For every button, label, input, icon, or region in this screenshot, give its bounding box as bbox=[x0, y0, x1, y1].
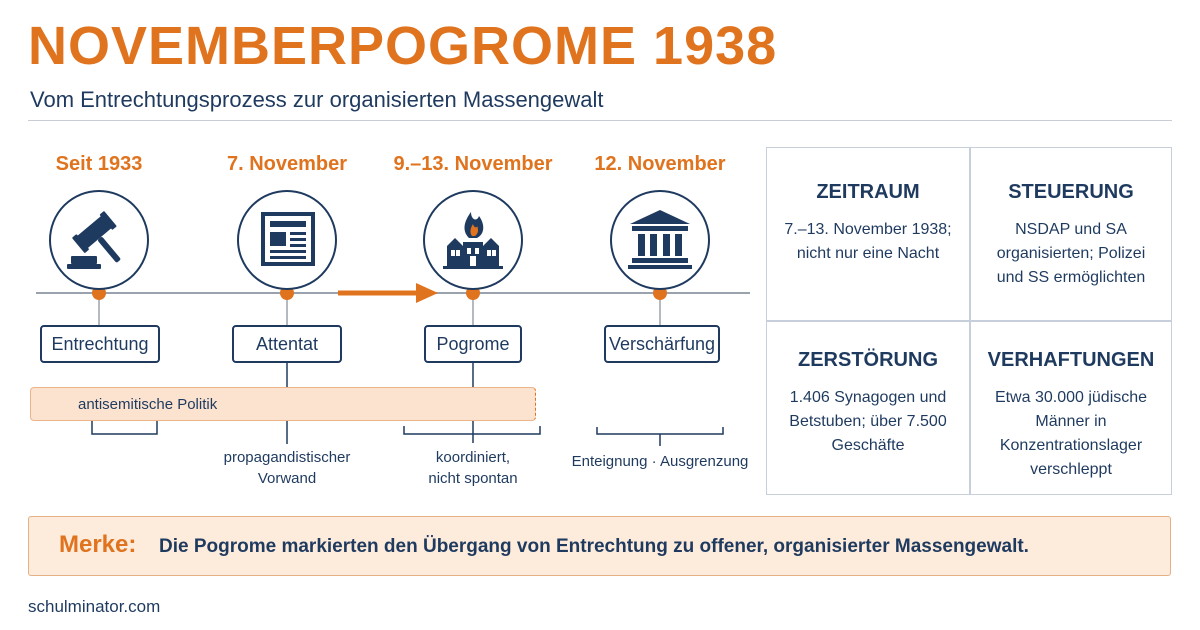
stage-icon-pogrome bbox=[423, 190, 523, 290]
stage-label-entrechtung: Entrechtung bbox=[40, 325, 160, 363]
fact-heading: ZEITRAUM bbox=[816, 181, 920, 203]
note-pogrome-line1: koordiniert, bbox=[435, 449, 511, 466]
fact-text: Etwa 30.000 jüdische Männer in Konzentra… bbox=[994, 389, 1148, 478]
note-pogrome-line2: nicht spontan bbox=[428, 470, 518, 487]
stage-icon-attentat bbox=[237, 190, 337, 290]
merke-box: Merke: Die Pogrome markierten den Überga… bbox=[28, 516, 1171, 576]
fact-text: 1.406 Synagogen und Betstuben; über 7.50… bbox=[789, 389, 947, 454]
date-seit-1933: Seit 1933 bbox=[55, 153, 143, 175]
fact-zeitraum: ZEITRAUM 7.–13. November 1938; nicht nur… bbox=[767, 180, 969, 266]
fact-heading: STEUERUNG bbox=[1008, 181, 1134, 203]
stage-icon-verschaerfung bbox=[610, 190, 710, 290]
merke-text: Die Pogrome markierten den Übergang von … bbox=[159, 536, 1029, 557]
merke-label: Merke: bbox=[59, 531, 137, 558]
policy-label: antisemitische Politik bbox=[78, 396, 218, 413]
stage-label-verschaerfung: Verschärfung bbox=[604, 325, 720, 363]
progress-arrow-head bbox=[416, 283, 438, 303]
bracket-verschaerfung bbox=[596, 427, 724, 446]
burning-building-icon bbox=[443, 212, 503, 269]
page-subtitle: Vom Entrechtungsprozess zur organisierte… bbox=[30, 87, 604, 112]
note-verschaerfung: Enteignung · Ausgrenzung bbox=[571, 453, 749, 470]
fact-text: 7.–13. November 1938; nicht nur eine Nac… bbox=[784, 221, 952, 262]
stage-label-attentat: Attentat bbox=[232, 325, 342, 363]
facts-divider-horizontal bbox=[767, 320, 1171, 322]
page-title: NOVEMBERPOGROME 1938 bbox=[28, 16, 778, 76]
fact-heading: VERHAFTUNGEN bbox=[987, 349, 1155, 371]
footer-site: schulminator.com bbox=[28, 597, 161, 616]
note-attentat-line1: propagandistischer bbox=[223, 449, 351, 466]
policy-bar bbox=[30, 387, 536, 421]
courthouse-icon bbox=[628, 210, 692, 269]
date-7-november: 7. November bbox=[226, 153, 348, 175]
stage-label-pogrome: Pogrome bbox=[424, 325, 522, 363]
facts-grid: ZEITRAUM 7.–13. November 1938; nicht nur… bbox=[766, 147, 1172, 495]
note-attentat-line2: Vorwand bbox=[257, 470, 317, 487]
fact-steuerung: STEUERUNG NSDAP und SA organisierten; Po… bbox=[970, 180, 1172, 290]
header-divider bbox=[28, 120, 1172, 121]
stage-icon-entrechtung bbox=[49, 190, 149, 290]
newspaper-icon bbox=[261, 212, 315, 266]
fact-verhaftungen: VERHAFTUNGEN Etwa 30.000 jüdische Männer… bbox=[970, 348, 1172, 482]
note-attentat: propagandistischer Vorwand bbox=[207, 447, 367, 489]
gavel-icon bbox=[67, 211, 121, 269]
fact-heading: ZERSTÖRUNG bbox=[798, 349, 938, 371]
note-pogrome: koordiniert, nicht spontan bbox=[393, 447, 553, 489]
date-12-november: 12. November bbox=[594, 153, 726, 175]
fact-zerstoerung: ZERSTÖRUNG 1.406 Synagogen und Betstuben… bbox=[767, 348, 969, 458]
bracket-pogrome bbox=[403, 421, 541, 443]
bracket-entrechtung bbox=[91, 421, 158, 435]
fact-text: NSDAP und SA organisierten; Polizei und … bbox=[996, 221, 1146, 286]
date-9-13-november: 9.–13. November bbox=[393, 153, 553, 175]
